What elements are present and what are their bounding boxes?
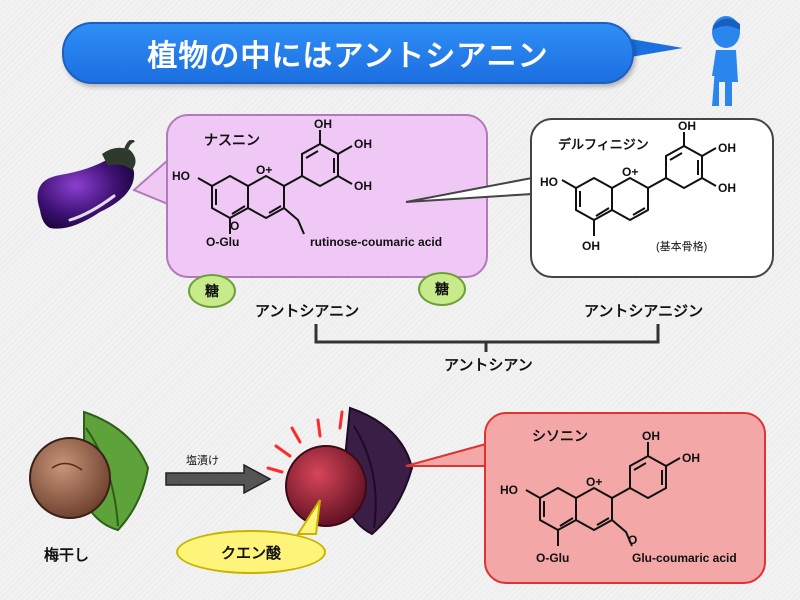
delphinidin-structure: HO O+ OH OH OH OH (基本骨格) bbox=[540, 120, 736, 253]
atom-oplus: O+ bbox=[586, 475, 602, 489]
sugar-badge-left: 糖 bbox=[188, 274, 236, 308]
atom-o-3: O bbox=[628, 533, 637, 547]
atom-oh-5: OH bbox=[582, 239, 600, 253]
atom-oh-mid: OH bbox=[354, 137, 372, 151]
eggplant-bubble-tail bbox=[132, 160, 170, 206]
delphinidin-note: (基本骨格) bbox=[656, 239, 707, 253]
delphinidin-callout-tail bbox=[405, 176, 534, 203]
delphinidin-name: デルフィニジン bbox=[558, 138, 649, 153]
atom-o-5: O bbox=[230, 219, 239, 233]
sugar-badge-right: 糖 bbox=[418, 272, 466, 306]
atom-oplus: O+ bbox=[622, 165, 638, 179]
shisonin-name: シソニン bbox=[532, 429, 588, 445]
atom-oh-top: OH bbox=[314, 117, 332, 131]
shisonin-structure: HO O+ OH OH O O-Glu Glu-coumaric acid bbox=[500, 430, 737, 565]
citric-bubble-tail bbox=[296, 499, 321, 535]
nasunin-substituent-3: rutinose-coumaric acid bbox=[310, 235, 442, 249]
shisonin-panel bbox=[484, 412, 766, 584]
atom-ho: HO bbox=[540, 175, 558, 189]
page-title: 植物の中にはアントシアニン bbox=[147, 39, 549, 74]
title-bubble-tail bbox=[625, 38, 683, 58]
umeboshi-icon bbox=[29, 410, 150, 532]
process-label: 塩漬け bbox=[186, 454, 219, 467]
tree-connector bbox=[314, 324, 660, 352]
atom-oh-top: OH bbox=[678, 120, 696, 133]
tree-root-label: アントシアン bbox=[444, 356, 533, 374]
title-bubble: 植物の中にはアントシアニン bbox=[62, 22, 634, 84]
tree-left-label: アントシアニン bbox=[255, 302, 360, 320]
atom-ho: HO bbox=[500, 483, 518, 497]
citric-acid-bubble: クエン酸 bbox=[176, 530, 326, 574]
umeboshi-label: 梅干し bbox=[44, 546, 90, 564]
atom-oh-top: OH bbox=[642, 430, 660, 443]
atom-oh-low: OH bbox=[354, 179, 372, 193]
shisonin-callout-tail bbox=[405, 442, 488, 467]
atom-oh-low: OH bbox=[718, 181, 736, 195]
atom-oh-mid: OH bbox=[682, 451, 700, 465]
atom-oplus: O+ bbox=[256, 163, 272, 177]
shisonin-substituent-3: Glu-coumaric acid bbox=[632, 551, 737, 565]
person-icon bbox=[712, 16, 740, 106]
delphinidin-panel bbox=[530, 118, 774, 278]
atom-ho: HO bbox=[172, 169, 190, 183]
eggplant-icon bbox=[37, 140, 136, 229]
nasunin-name: ナスニン bbox=[204, 133, 260, 149]
nasunin-substituent-5: O-Glu bbox=[206, 235, 239, 249]
shisonin-substituent-5: O-Glu bbox=[536, 551, 569, 565]
nasunin-structure: HO O+ OH OH OH O-Glu rutinose-coumaric a… bbox=[172, 117, 442, 249]
process-arrow bbox=[165, 464, 272, 494]
atom-oh-mid: OH bbox=[718, 141, 736, 155]
tree-right-label: アントシアニジン bbox=[584, 302, 704, 320]
red-umeboshi-icon bbox=[266, 406, 414, 536]
